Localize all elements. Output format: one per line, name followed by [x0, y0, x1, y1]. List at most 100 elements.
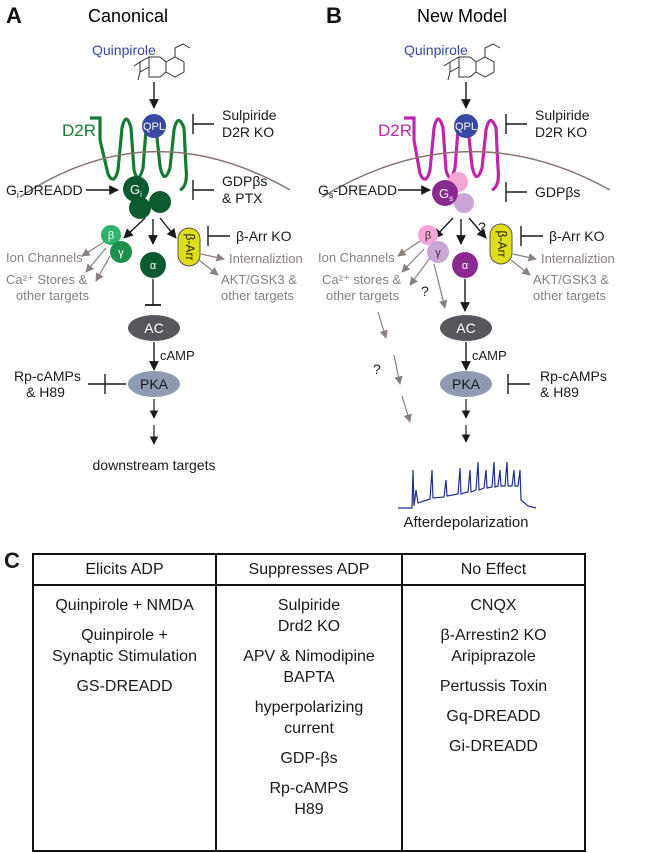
pathway-figure: A Canonical Quinpirole D2R QPL Sulpiride…	[6, 3, 615, 531]
question-mark-1: ?	[421, 283, 429, 299]
table-cell: APV & Nimodipine BAPTA	[243, 648, 375, 686]
column-header: Elicits ADP	[34, 555, 215, 586]
column-suppresses: Suppresses ADP Sulpiride Drd2 KO APV & N…	[217, 555, 403, 850]
svg-text:AC: AC	[144, 320, 163, 336]
panel-b-letter: B	[326, 3, 342, 28]
alpha-subunit-b	[452, 252, 478, 278]
gi-dreadd-label: Gi-DREADD	[6, 182, 83, 200]
panel-a-letter: A	[6, 3, 22, 28]
beta-subunit-b	[418, 225, 438, 245]
gi-subunit-b	[149, 191, 171, 213]
table-cell: CNQX	[470, 597, 517, 614]
gs-gamma	[454, 193, 474, 213]
barr-ko-label-b: β-Arr KO	[549, 228, 605, 244]
ca-stores-label: Ca²⁺ Stores &	[6, 272, 88, 287]
h89-label-b: & H89	[540, 384, 579, 400]
svg-text:α: α	[462, 260, 469, 272]
gi-label: Gi	[130, 182, 142, 199]
internalization-label-b: Internaliztion	[541, 251, 615, 266]
qpl-label: QPL	[143, 121, 165, 133]
panel-b: B New Model Quinpirole D2R QPL Sulpiride…	[318, 3, 615, 531]
arrestin-b	[489, 223, 513, 265]
gdpbs-label-b: GDPβs	[535, 184, 580, 200]
svg-text:β-Arr: β-Arr	[495, 231, 509, 258]
camp-label-b: cAMP	[472, 348, 507, 363]
sulpiride-label-b: Sulpiride	[535, 107, 590, 123]
table-cell: Gi-DREADD	[449, 738, 538, 755]
arrestin	[177, 227, 201, 267]
svg-text:other targets: other targets	[16, 288, 89, 303]
d2r-ko-label: D2R KO	[222, 124, 274, 140]
table-cell: Quinpirole + Synaptic Stimulation	[52, 627, 197, 665]
camp-label: cAMP	[160, 348, 195, 363]
d2r-label: D2R	[62, 121, 96, 140]
gs-dreadd-label: Gs-DREADD	[318, 182, 397, 200]
h89-label: & H89	[26, 384, 65, 400]
qpl-ligand	[142, 114, 166, 138]
gi-alpha-subunit	[123, 176, 149, 202]
afterdepolarization-label: Afterdepolarization	[403, 514, 528, 531]
column-elicits: Elicits ADP Quinpirole + NMDA Quinpirole…	[34, 555, 217, 850]
gs-alpha-subunit	[432, 180, 458, 206]
sulpiride-label: Sulpiride	[222, 107, 277, 123]
table-cell: β-Arrestin2 KO Aripiprazole	[440, 627, 547, 665]
ion-channels-label-b: Ion Channels	[318, 250, 395, 265]
panel-a: A Canonical Quinpirole D2R QPL Sulpiride…	[6, 3, 303, 473]
d2r-ko-label-b: D2R KO	[535, 124, 587, 140]
quinpirole-structure-icon-b	[443, 43, 501, 81]
svg-text:QPL: QPL	[455, 121, 477, 133]
table-cell: Gq-DREADD	[446, 708, 541, 725]
pka-node-b	[440, 371, 492, 397]
rp-camps-label: Rp-cAMPs	[14, 368, 81, 384]
svg-text:other targets: other targets	[326, 288, 399, 303]
panel-a-title: Canonical	[88, 6, 168, 26]
svg-text:AKT/GSK3 &: AKT/GSK3 &	[221, 272, 297, 287]
gamma-subunit-b	[427, 241, 449, 263]
internalization-label: Internaliztion	[229, 251, 303, 266]
rp-camps-label-b: Rp-cAMPs	[540, 368, 607, 384]
svg-text:PKA: PKA	[140, 376, 169, 392]
svg-text:other targets: other targets	[221, 288, 294, 303]
quinpirole-label: Quinpirole	[92, 42, 156, 58]
pka-node	[128, 371, 180, 397]
svg-text:β-Arr: β-Arr	[183, 234, 197, 261]
table-cell: Pertussis Toxin	[439, 678, 548, 695]
alpha-subunit	[140, 252, 166, 278]
gi-subunit-c	[129, 197, 151, 219]
ion-channels-label: Ion Channels	[6, 250, 83, 265]
afterdepolarization-trace	[398, 461, 537, 509]
panel-c-letter: C	[4, 548, 20, 573]
quinpirole-structure-icon	[133, 43, 191, 81]
column-header: No Effect	[403, 555, 584, 586]
membrane	[19, 151, 291, 198]
d2r-label-b: D2R	[378, 121, 412, 140]
svg-text:β: β	[425, 230, 431, 242]
svg-text:α: α	[150, 260, 157, 272]
gs-label: Gs	[439, 186, 453, 203]
question-mark-arrestin: ?	[478, 219, 486, 235]
ac-node	[128, 315, 180, 341]
barr-ko-label: β-Arr KO	[236, 228, 292, 244]
panel-b-title: New Model	[417, 6, 507, 26]
qpl-ligand-b	[454, 114, 478, 138]
svg-text:β: β	[108, 230, 114, 242]
svg-text:γ: γ	[118, 247, 124, 259]
table-cell: Rp-cAMPS H89	[269, 780, 349, 818]
table-cell: GS-DREADD	[76, 678, 173, 695]
table-cell: GDP-βs	[280, 750, 338, 767]
downstream-targets-label: downstream targets	[93, 457, 216, 473]
quinpirole-label-b: Quinpirole	[404, 42, 468, 58]
table-cell: hyperpolarizing current	[254, 699, 364, 737]
beta-subunit	[101, 225, 121, 245]
ca-stores-label-b: Ca²⁺ stores &	[322, 272, 401, 287]
membrane-b	[321, 151, 611, 198]
ptx-label: & PTX	[222, 190, 263, 206]
table-cell: Sulpiride Drd2 KO	[277, 597, 341, 635]
effects-table: Elicits ADP Quinpirole + NMDA Quinpirole…	[32, 553, 586, 852]
svg-text:γ: γ	[435, 247, 441, 259]
gdpbs-label: GDPβs	[222, 173, 267, 189]
column-no-effect: No Effect CNQX β-Arrestin2 KO Aripiprazo…	[403, 555, 584, 850]
column-header: Suppresses ADP	[217, 555, 401, 586]
svg-text:PKA: PKA	[452, 376, 481, 392]
ac-node-b	[440, 315, 492, 341]
